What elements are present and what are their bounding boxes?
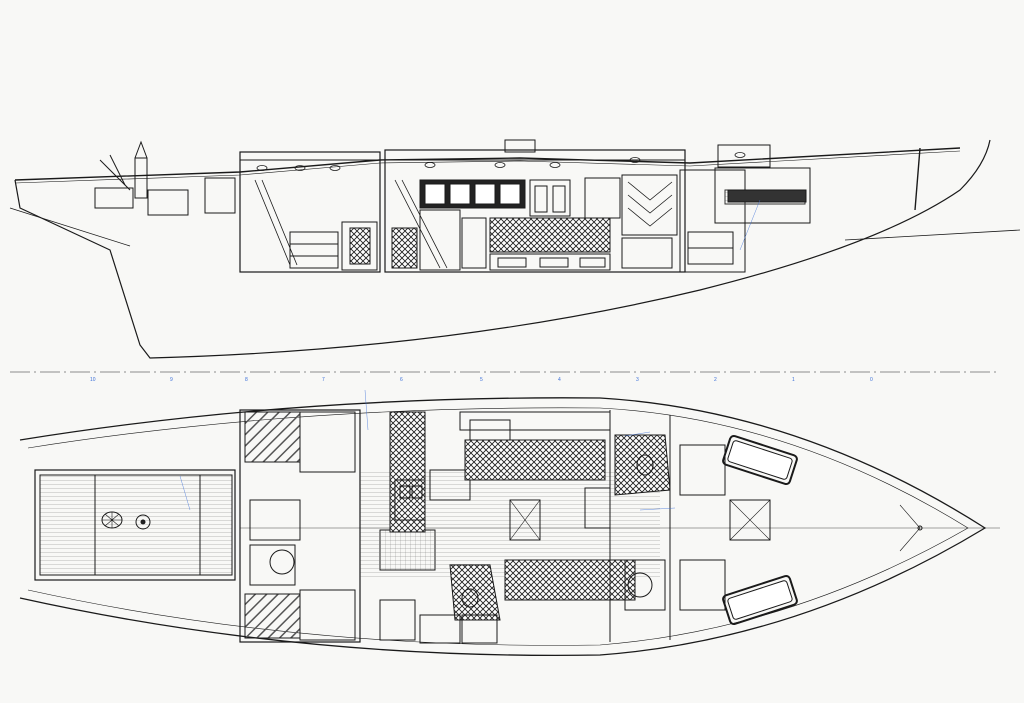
station-number: 6 [400, 377, 403, 383]
profile-view [9, 139, 1021, 359]
station-number: 0 [870, 377, 873, 383]
helm-wheel-icon [101, 511, 151, 530]
station-number: 10 [90, 377, 96, 383]
station-number: 3 [636, 377, 639, 383]
station-number: 1 [792, 377, 795, 383]
station-number: 7 [322, 377, 325, 383]
station-number: 5 [480, 377, 483, 383]
station-number: 9 [170, 377, 173, 383]
station-numbers: 10 9 8 7 6 5 4 3 2 1 0 [90, 377, 873, 383]
station-number: 2 [714, 377, 717, 383]
plan-annotations [179, 199, 761, 511]
station-number: 4 [558, 377, 561, 383]
station-number: 8 [245, 377, 248, 383]
plan-view [19, 397, 1000, 657]
